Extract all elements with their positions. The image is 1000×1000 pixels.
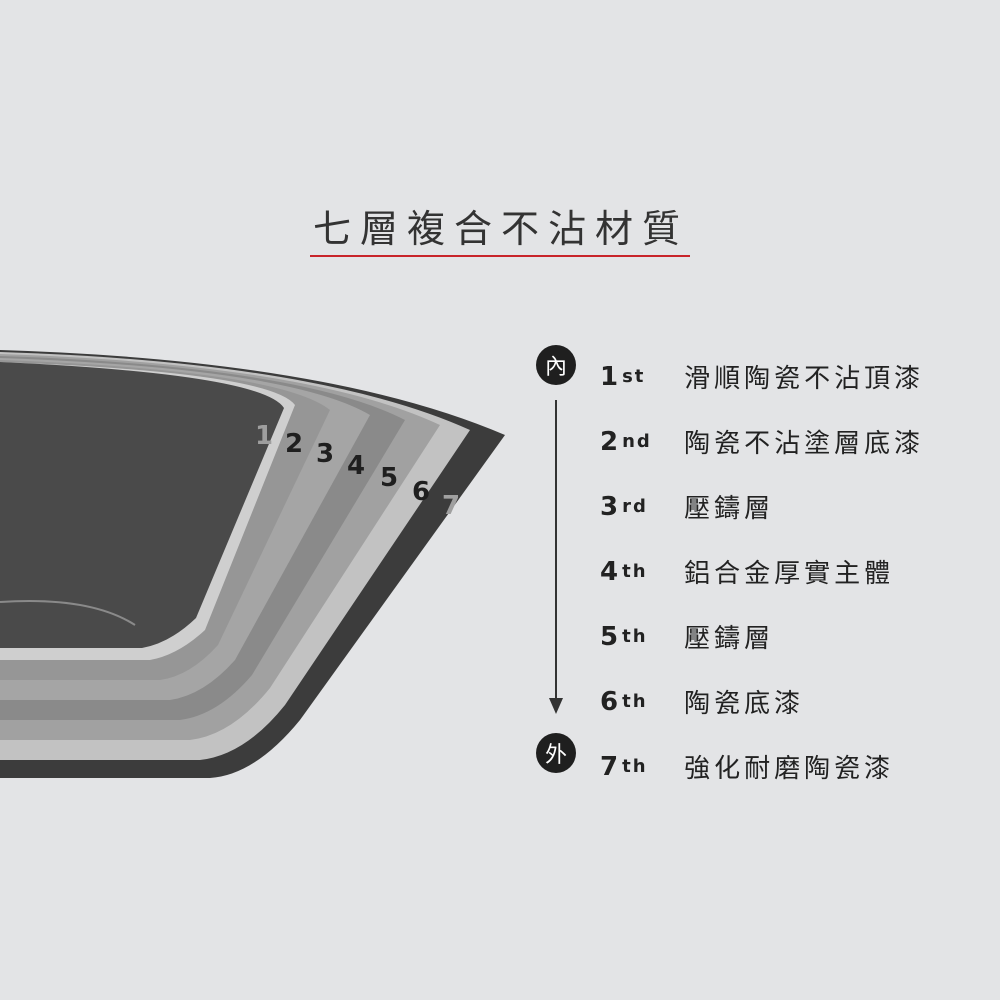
legend-num: 5 (600, 621, 619, 652)
diagram-num-4: 4 (347, 451, 365, 481)
page-title: 七層複合不沾材質 (312, 207, 689, 251)
pan-highlight-curve (0, 599, 136, 626)
legend-suffix: th (622, 691, 648, 712)
legend-num: 4 (600, 556, 619, 587)
title-underline (310, 255, 690, 257)
legend-label: 鋁合金厚實主體 (684, 559, 895, 589)
legend-suffix: th (622, 561, 648, 582)
diagram-num-6: 6 (412, 477, 430, 507)
diagram-num-7: 7 (442, 491, 460, 521)
diagram-num-3: 3 (316, 439, 334, 469)
layer-bands (0, 350, 505, 778)
legend-num: 3 (600, 491, 619, 522)
legend-num: 2 (600, 426, 619, 457)
direction-arrow-shaft (555, 400, 557, 700)
legend-label: 陶瓷不沾塗層底漆 (684, 429, 925, 459)
legend-num: 7 (600, 751, 619, 782)
legend-suffix: nd (622, 431, 652, 452)
arrow-down-icon (549, 698, 563, 714)
diagram-num-5: 5 (380, 463, 398, 493)
pan-inner-cavity (0, 362, 284, 648)
legend-label: 強化耐磨陶瓷漆 (684, 754, 895, 784)
inner-badge: 內 (536, 345, 576, 385)
outer-badge: 外 (536, 733, 576, 773)
legend-suffix: rd (622, 496, 648, 517)
legend-label: 陶瓷底漆 (684, 689, 805, 719)
legend-label: 壓鑄層 (684, 494, 775, 524)
legend-label: 滑順陶瓷不沾頂漆 (684, 364, 925, 394)
diagram-num-1: 1 (255, 421, 273, 451)
legend-num: 1 (600, 361, 619, 392)
legend-suffix: th (622, 626, 648, 647)
legend-suffix: th (622, 756, 648, 777)
legend-suffix: st (622, 366, 646, 387)
legend-label: 壓鑄層 (684, 624, 775, 654)
diagram-num-2: 2 (285, 429, 303, 459)
legend-num: 6 (600, 686, 619, 717)
